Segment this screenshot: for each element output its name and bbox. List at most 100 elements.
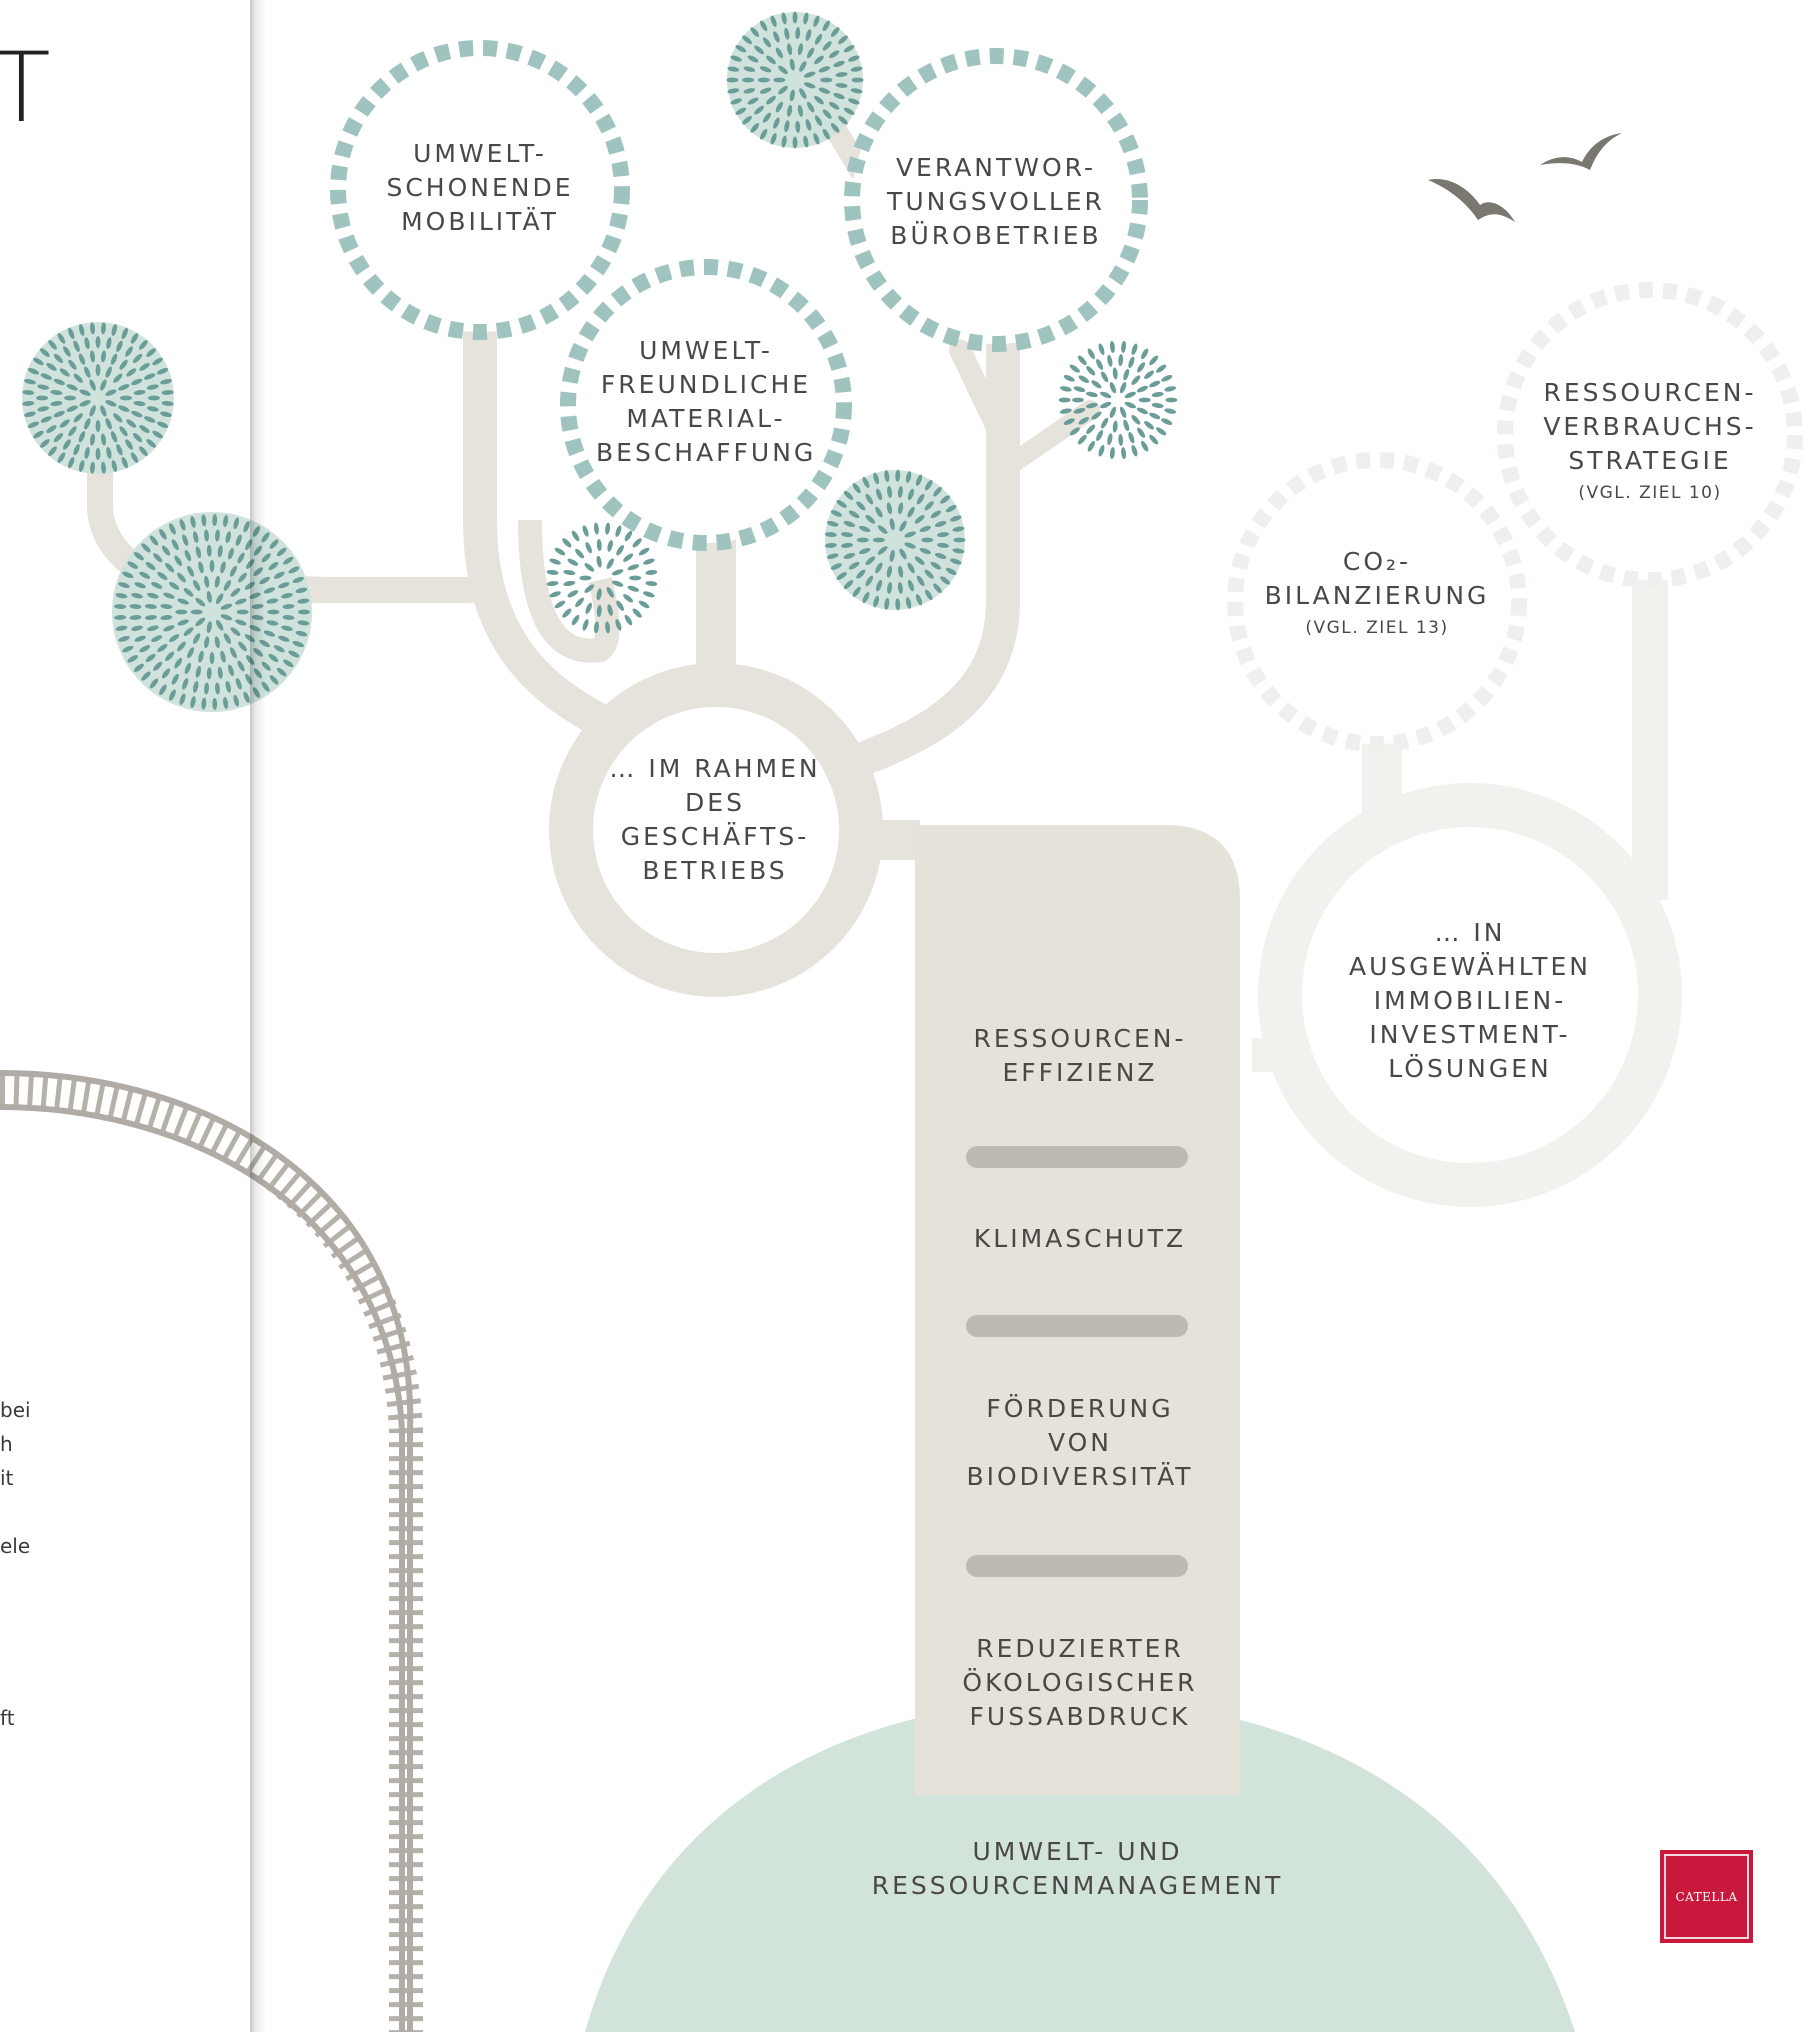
leaf-petal bbox=[562, 608, 572, 618]
leaf-petal bbox=[850, 88, 863, 94]
leaf-petal bbox=[131, 593, 143, 599]
leaf-petal bbox=[89, 379, 96, 391]
leaf-puff bbox=[824, 469, 966, 611]
leaf-petal bbox=[292, 576, 304, 584]
leaf-petal bbox=[198, 650, 204, 663]
leaf-petal bbox=[582, 525, 589, 537]
leaf-petal bbox=[575, 597, 584, 608]
leaf-petal bbox=[925, 479, 933, 491]
leaf-petal bbox=[822, 128, 830, 140]
leaf-petal bbox=[605, 621, 611, 634]
leaf-petal bbox=[246, 655, 255, 665]
leaf-petal bbox=[606, 587, 614, 598]
leaf-label-strategie: RESSOURCEN-VERBRAUCHS-STRATEGIE (VGL. ZI… bbox=[1535, 376, 1765, 506]
leaf-petal bbox=[1107, 354, 1113, 367]
leaf-petal bbox=[73, 340, 80, 352]
leaf-petal bbox=[735, 45, 747, 53]
leaf-petal bbox=[159, 528, 167, 540]
leaf-petal bbox=[762, 37, 772, 48]
leaf-petal bbox=[105, 400, 117, 407]
leaf-petal bbox=[643, 558, 655, 565]
leaf-petal bbox=[139, 340, 148, 350]
leaf-petal bbox=[766, 95, 776, 105]
leaf-petal bbox=[1131, 415, 1141, 425]
leaf-petal bbox=[795, 120, 801, 133]
leaf-petal bbox=[132, 432, 143, 443]
leaf-petal bbox=[865, 556, 876, 565]
leaf-petal bbox=[778, 85, 788, 95]
leaf-petal bbox=[235, 678, 242, 690]
leaf-petal bbox=[907, 562, 915, 574]
leaf-petal bbox=[585, 602, 592, 614]
leaf-petal bbox=[916, 493, 925, 505]
leaf-petal bbox=[106, 337, 112, 350]
leaf-petal bbox=[84, 446, 90, 459]
leaf-petal bbox=[805, 119, 812, 131]
leaf-petal bbox=[852, 586, 861, 597]
leaf-petal bbox=[1098, 444, 1105, 457]
leaf-petal bbox=[546, 581, 559, 587]
leaf-petal bbox=[144, 615, 157, 620]
leaf-petal bbox=[919, 525, 931, 533]
leaf-petal bbox=[887, 486, 893, 498]
trunk-item-biodiversitaet: FÖRDERUNG VON BIODIVERSITÄT bbox=[966, 1394, 1194, 1491]
leaf-petal bbox=[153, 661, 163, 671]
leaf-petal bbox=[1123, 368, 1130, 381]
leaf-petal bbox=[171, 539, 179, 551]
leaf-petal bbox=[549, 591, 561, 598]
leaf-petal bbox=[953, 537, 966, 543]
leaf-petal bbox=[114, 615, 127, 620]
leaf-petal bbox=[743, 88, 756, 94]
leaf-petal bbox=[261, 532, 270, 543]
leaf-petal bbox=[220, 603, 233, 610]
leaf-petal bbox=[862, 592, 870, 603]
leaf-petal bbox=[925, 589, 933, 601]
leaf-petal bbox=[789, 89, 795, 102]
leaf-petal bbox=[156, 368, 169, 375]
leaf-petal bbox=[1156, 427, 1167, 436]
leaf-petal bbox=[48, 446, 57, 456]
leaf-petal bbox=[1069, 364, 1080, 373]
leaf-petal bbox=[1073, 386, 1086, 393]
leaf-petal bbox=[297, 620, 310, 626]
leaf-petal bbox=[567, 590, 579, 598]
leaf-petal bbox=[563, 580, 576, 587]
text-fragment: ft bbox=[0, 1706, 15, 1730]
leaf-petal bbox=[283, 556, 294, 565]
leaf-petal bbox=[90, 461, 95, 474]
leaf-label-buero: VERANTWOR-TUNGSVOLLER BÜROBETRIEB bbox=[887, 153, 1105, 250]
leaf-petal bbox=[133, 400, 146, 406]
leaf-petal bbox=[22, 401, 35, 406]
leaf-petal bbox=[843, 490, 854, 500]
leaf-petal bbox=[276, 667, 287, 677]
leaf-petal bbox=[236, 609, 249, 615]
leaf-petal bbox=[1149, 434, 1159, 445]
leaf-petal bbox=[766, 55, 776, 65]
leaf-petal bbox=[952, 548, 965, 554]
leaf-petal bbox=[204, 575, 210, 588]
leaf-petal bbox=[750, 27, 760, 37]
leaf-petal bbox=[169, 634, 180, 643]
leaf-petal bbox=[803, 12, 809, 25]
leaf-petal bbox=[165, 563, 175, 573]
leaf-petal bbox=[134, 582, 146, 589]
leaf-petal bbox=[220, 561, 226, 574]
leaf-petal bbox=[33, 430, 44, 439]
leaf-petal bbox=[899, 520, 907, 532]
leaf-ring-buero bbox=[844, 48, 1148, 352]
leaf-petal bbox=[90, 433, 96, 446]
leaf-petal bbox=[193, 531, 199, 543]
leaf-petal bbox=[40, 373, 52, 380]
leaf-petal bbox=[1086, 366, 1096, 376]
leaf-petal bbox=[1086, 391, 1098, 398]
leaf-petal bbox=[907, 579, 914, 592]
leaf-petal bbox=[1128, 431, 1135, 444]
leaf-petal bbox=[757, 77, 770, 83]
leaf-petal bbox=[814, 115, 823, 126]
leaf-petal bbox=[905, 597, 912, 609]
leaf-petal bbox=[786, 104, 793, 117]
leaf-petal bbox=[78, 353, 86, 365]
leaf-petal bbox=[190, 609, 203, 615]
leaf-petal bbox=[27, 368, 40, 375]
leaf-petal bbox=[110, 353, 118, 365]
